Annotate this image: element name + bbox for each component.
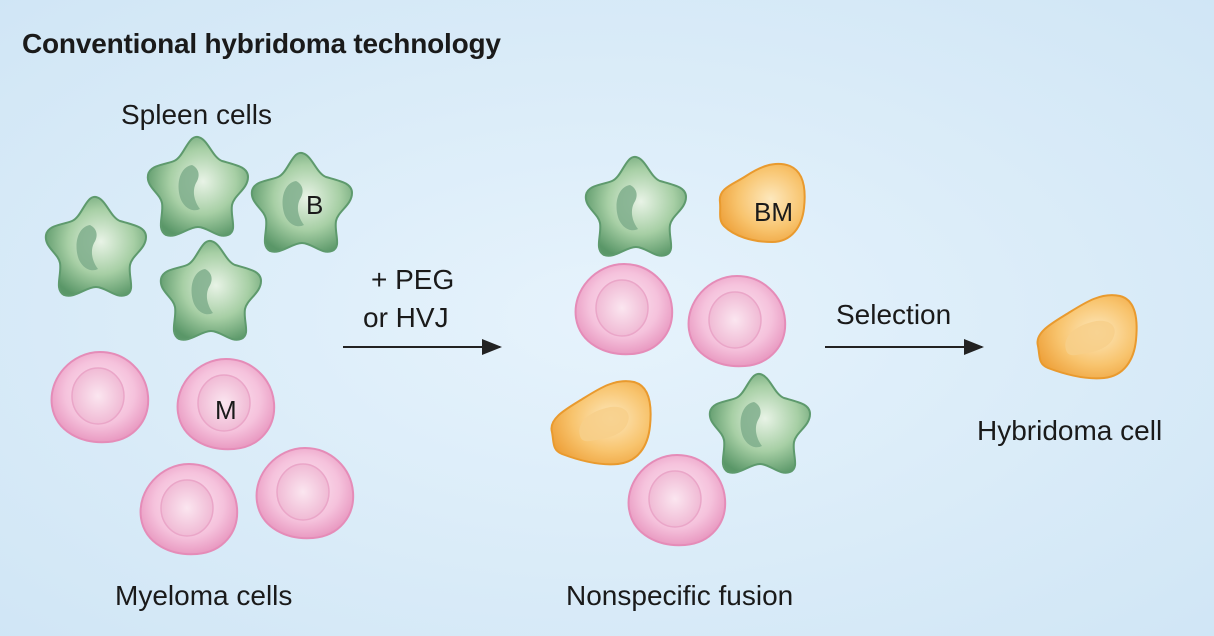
reagent-label-line2: or HVJ [363, 302, 449, 333]
diagram-title: Conventional hybridoma technology [22, 28, 501, 59]
unfused-myeloma-cell [574, 263, 674, 356]
myeloma-cell [50, 351, 150, 444]
spleen-cells-label: Spleen cells [121, 99, 272, 130]
selection-label: Selection [836, 299, 952, 330]
nonspecific-fusion-label: Nonspecific fusion [566, 580, 794, 611]
myeloma-cell [139, 463, 239, 556]
fused-cell-letters: BM [754, 197, 793, 227]
myeloma-cell-letter: M [215, 395, 237, 425]
b-cell-letter: B [306, 190, 324, 220]
myeloma-cells-label: Myeloma cells [115, 580, 293, 611]
unfused-myeloma-cell [687, 275, 787, 368]
hybridoma-cell-label: Hybridoma cell [977, 415, 1163, 446]
unfused-myeloma-cell [627, 454, 727, 547]
myeloma-cell [255, 447, 355, 540]
reagent-label-line1: + PEG [371, 264, 455, 295]
